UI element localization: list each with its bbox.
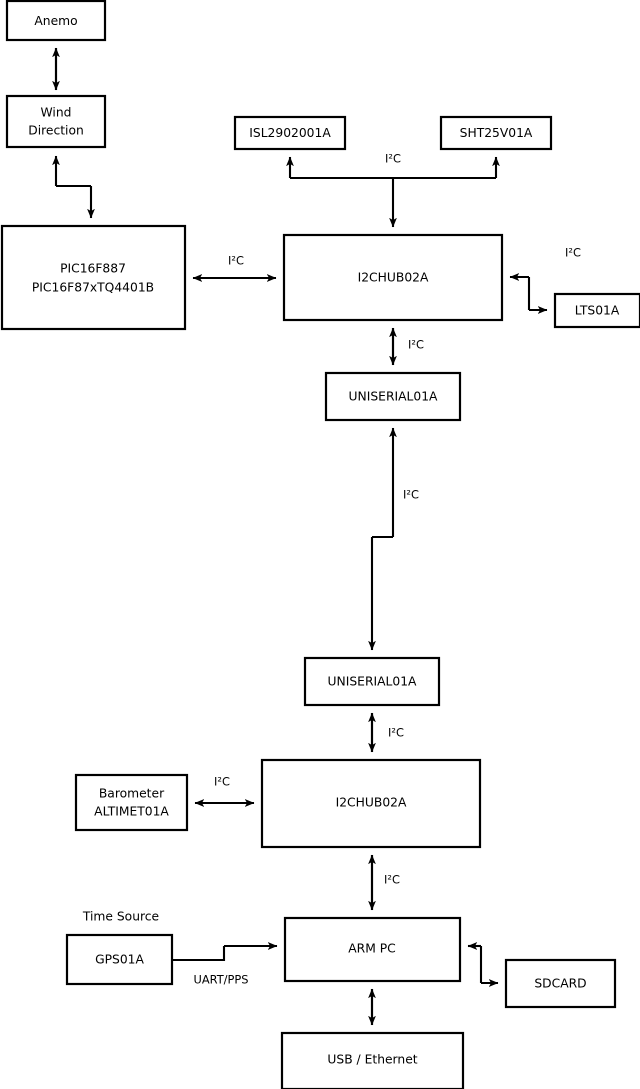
node-lts01a[interactable]: LTS01A (553, 292, 640, 329)
node-usb-ethernet[interactable]: USB / Ethernet (280, 1031, 465, 1089)
node-usb-ethernet-box[interactable] (280, 1031, 465, 1089)
node-barometer-label-line1: Barometer (99, 787, 165, 801)
node-barometer-box[interactable] (74, 773, 189, 832)
node-uniserial01a-top-box[interactable] (324, 371, 462, 422)
edge-label-i2c-pic-hub: I²C (228, 254, 244, 268)
node-wind-direction-label-line2: Direction (28, 124, 84, 138)
node-isl2902001a-box[interactable] (233, 115, 347, 151)
node-pic-mcu-box[interactable] (0, 224, 187, 331)
node-anemo-label: Anemo (34, 14, 77, 28)
node-barometer[interactable]: Barometer ALTIMET01A (74, 773, 189, 832)
node-i2chub02a-top[interactable]: I2CHUB02A (282, 233, 504, 322)
node-wind-direction-box[interactable] (5, 94, 107, 149)
node-sdcard-label: SDCARD (534, 977, 586, 991)
label-time-source: Time Source (82, 910, 159, 924)
node-lts01a-box[interactable] (553, 292, 640, 329)
node-wind-direction[interactable]: Wind Direction (5, 94, 107, 149)
node-uniserial01a-bottom-box[interactable] (303, 656, 441, 707)
node-uniserial01a-top[interactable]: UNISERIAL01A (324, 371, 462, 422)
node-i2chub02a-bottom[interactable]: I2CHUB02A (260, 758, 482, 849)
node-isl2902001a[interactable]: ISL2902001A (233, 115, 347, 151)
edge-label-layer: I²C I²C I²C I²C I²C I²C I²C I²C UART/PPS (194, 152, 581, 987)
edge-label-i2c-barometer-hub: I²C (214, 775, 230, 789)
node-uniserial01a-bottom[interactable]: UNISERIAL01A (303, 656, 441, 707)
node-barometer-label-line2: ALTIMET01A (94, 805, 169, 819)
node-sht25v01a[interactable]: SHT25V01A (439, 115, 553, 151)
edge-label-i2c-sensor-bus: I²C (385, 152, 401, 166)
node-gps01a[interactable]: GPS01A (65, 933, 174, 986)
edge-label-uart-pps: UART/PPS (194, 973, 249, 987)
node-sht25v01a-box[interactable] (439, 115, 553, 151)
node-uniserial01a-bottom-label: UNISERIAL01A (328, 675, 417, 689)
node-arm-pc-label: ARM PC (348, 942, 395, 956)
node-wind-direction-label-line1: Wind (41, 106, 72, 120)
node-arm-pc[interactable]: ARM PC (283, 916, 462, 983)
edge-label-i2c-uniserial-link: I²C (403, 488, 419, 502)
node-i2chub02a-top-label: I2CHUB02A (358, 271, 429, 285)
node-sht25v01a-label: SHT25V01A (460, 126, 533, 140)
node-uniserial01a-top-label: UNISERIAL01A (349, 390, 438, 404)
edge-label-i2c-hub-lts: I²C (565, 246, 581, 260)
node-sdcard-box[interactable] (504, 958, 617, 1009)
node-i2chub02a-bottom-label: I2CHUB02A (336, 796, 407, 810)
node-arm-pc-box[interactable] (283, 916, 462, 983)
node-pic-mcu-label-line2: PIC16F87xTQ4401B (32, 281, 154, 295)
node-i2chub02a-top-box[interactable] (282, 233, 504, 322)
free-label-layer: Time Source (82, 910, 159, 924)
edge-label-i2c-hub-uniserial: I²C (408, 338, 424, 352)
edge-layer (52, 47, 548, 1026)
node-pic-mcu[interactable]: PIC16F887 PIC16F87xTQ4401B (0, 224, 187, 331)
edge-label-i2c-hub-armpc: I²C (384, 873, 400, 887)
node-gps01a-box[interactable] (65, 933, 174, 986)
edge-gps-arm-rail (172, 946, 226, 962)
node-sdcard[interactable]: SDCARD (504, 958, 617, 1009)
node-anemo[interactable]: Anemo (5, 0, 107, 42)
node-lts01a-label: LTS01A (575, 304, 620, 318)
edge-label-i2c-uniserial-hub: I²C (388, 726, 404, 740)
node-gps01a-label: GPS01A (95, 953, 144, 967)
node-pic-mcu-label-line1: PIC16F887 (60, 262, 126, 276)
node-usb-ethernet-label: USB / Ethernet (327, 1053, 417, 1067)
node-i2chub02a-bottom-box[interactable] (260, 758, 482, 849)
node-anemo-box[interactable] (5, 0, 107, 42)
node-isl2902001a-label: ISL2902001A (249, 126, 331, 140)
